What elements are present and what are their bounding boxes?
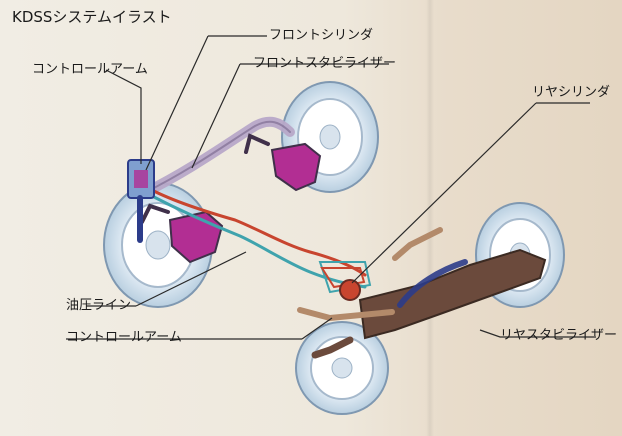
rear-axle-assembly (297, 227, 547, 359)
front-knuckle-right (244, 133, 322, 192)
label-control-arm-top: コントロールアーム (32, 62, 148, 77)
label-hydraulic-line: 油圧ライン (66, 298, 132, 313)
label-rear-stabilizer: リヤスタビライザー (500, 328, 618, 343)
label-control-arm-bottom: コントロールアーム (66, 330, 182, 345)
front-stabilizer-bar (141, 116, 295, 197)
leader-lines (66, 35, 596, 340)
label-rear-cylinder: リヤシリンダ (532, 85, 611, 100)
hydraulic-lines (146, 186, 372, 294)
label-front-stabilizer: フロントスタビライザー (253, 56, 397, 71)
page-fold (426, 0, 434, 436)
diagram-title: KDSSシステムイラスト (12, 8, 172, 26)
label-front-cylinder: フロントシリンダ (269, 28, 374, 43)
